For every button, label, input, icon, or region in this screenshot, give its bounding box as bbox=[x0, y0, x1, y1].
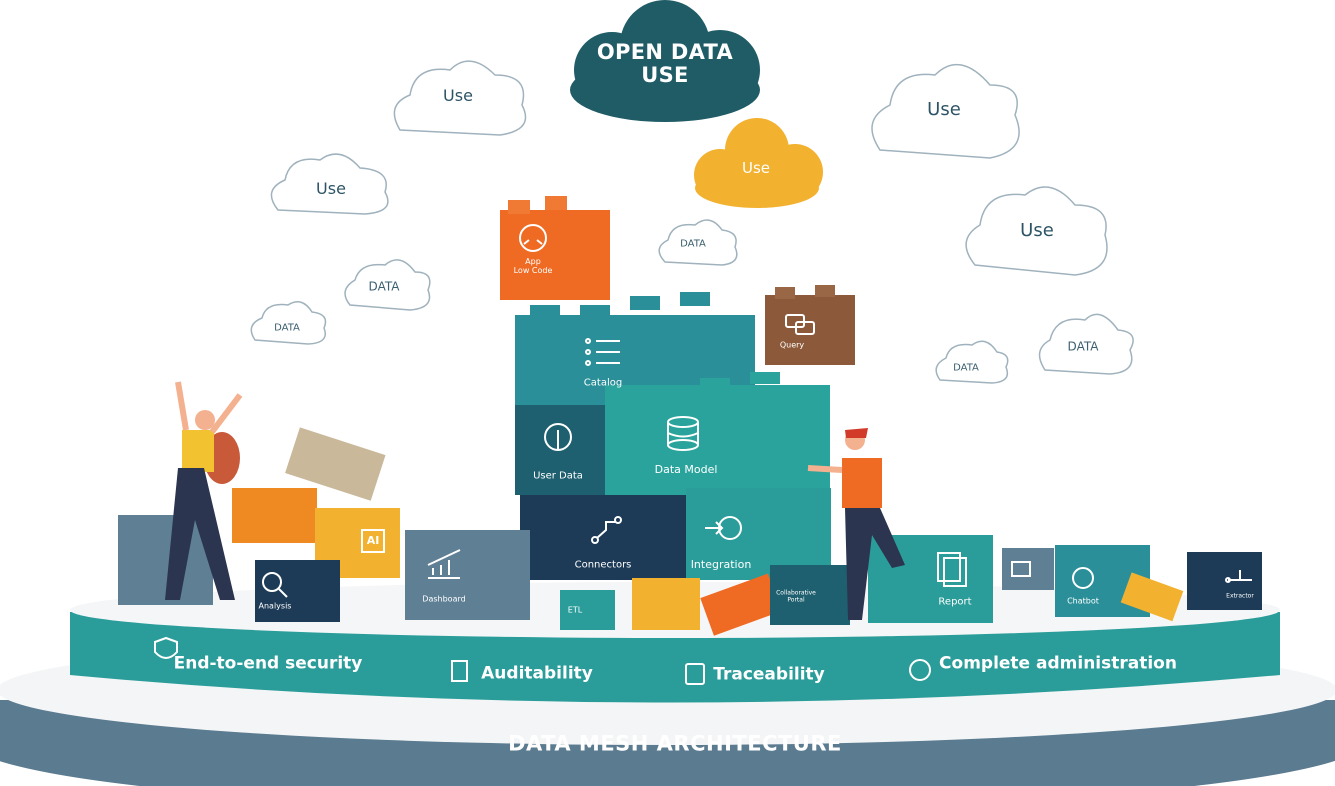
dashboard-block bbox=[405, 530, 530, 620]
collaborative-portal-label: Collaborative Portal bbox=[776, 589, 816, 603]
platform-base bbox=[0, 582, 1335, 786]
etl-block bbox=[560, 590, 615, 630]
data-cloud-label: DATA bbox=[1067, 339, 1099, 354]
data-cloud-label: DATA bbox=[953, 362, 979, 374]
extractor-probe-icon bbox=[1225, 570, 1252, 583]
query-block bbox=[765, 295, 855, 365]
analysis-label: Analysis bbox=[258, 601, 292, 611]
chart-growth-icon bbox=[427, 549, 461, 579]
chat-icon bbox=[785, 314, 815, 335]
use-cloud-label: Use bbox=[443, 86, 473, 106]
connector-icon bbox=[591, 516, 622, 544]
magnifier-chart-icon bbox=[262, 572, 288, 598]
orange-brick bbox=[700, 573, 782, 636]
robot-icon bbox=[1072, 567, 1094, 589]
feature-auditability: Auditability bbox=[481, 663, 593, 684]
ai-chip-icon bbox=[361, 529, 385, 553]
collab-block bbox=[770, 565, 850, 625]
fingerprint-icon bbox=[685, 663, 705, 685]
chatbot-label: Chatbot bbox=[1067, 596, 1099, 606]
user-data-label: User Data bbox=[533, 470, 583, 482]
ai-label: AI bbox=[366, 533, 380, 547]
etl-label: ETL bbox=[567, 605, 583, 615]
catalog-label: Catalog bbox=[583, 377, 623, 389]
integration-label: Integration bbox=[690, 557, 752, 571]
dashboard-label: Dashboard bbox=[422, 594, 466, 604]
feature-traceability: Traceability bbox=[713, 664, 825, 685]
app-block bbox=[500, 210, 610, 300]
gauge-code-icon bbox=[519, 224, 547, 252]
open-data-use-cloud bbox=[570, 0, 760, 122]
use-cloud-label: Use bbox=[316, 179, 346, 199]
data-cloud-label: DATA bbox=[368, 279, 400, 294]
woman-figure bbox=[165, 381, 243, 600]
integration-gear-icon bbox=[705, 516, 742, 540]
yellow-small-block bbox=[632, 578, 700, 630]
touch-gear-icon bbox=[544, 423, 572, 451]
use-cloud-orange-label: Use bbox=[741, 158, 771, 177]
query-label: Query bbox=[779, 340, 805, 350]
database-icon bbox=[667, 416, 699, 451]
report-document-icon bbox=[937, 552, 967, 587]
list-icon bbox=[585, 338, 620, 366]
report-label: Report bbox=[938, 596, 972, 608]
app-low-code-label: App Low Code bbox=[513, 257, 553, 275]
document-search-icon bbox=[451, 660, 468, 682]
extractor-label: Extractor bbox=[1226, 592, 1254, 600]
shield-lock-icon bbox=[154, 636, 178, 659]
data-model-label: Data Model bbox=[654, 462, 718, 476]
central-block-tower bbox=[515, 292, 831, 580]
feature-administration: Complete administration bbox=[939, 653, 1177, 674]
left-gray-block bbox=[118, 515, 213, 605]
data-cloud-label: DATA bbox=[680, 238, 706, 250]
use-clouds bbox=[250, 60, 1134, 384]
connectors-label: Connectors bbox=[574, 559, 632, 571]
feature-security: End-to-end security bbox=[173, 653, 363, 674]
use-cloud-orange bbox=[694, 118, 823, 208]
network-cube-icon bbox=[1011, 561, 1031, 577]
main-cloud-title: OPEN DATA USE bbox=[596, 39, 734, 87]
gear-network-icon bbox=[909, 659, 931, 681]
man-figure bbox=[807, 428, 905, 620]
use-cloud-label: Use bbox=[1020, 220, 1054, 242]
architecture-title: DATA MESH ARCHITECTURE bbox=[508, 731, 842, 756]
use-cloud-label: Use bbox=[927, 99, 961, 121]
data-cloud-label: DATA bbox=[274, 322, 300, 334]
beige-block bbox=[285, 427, 386, 501]
